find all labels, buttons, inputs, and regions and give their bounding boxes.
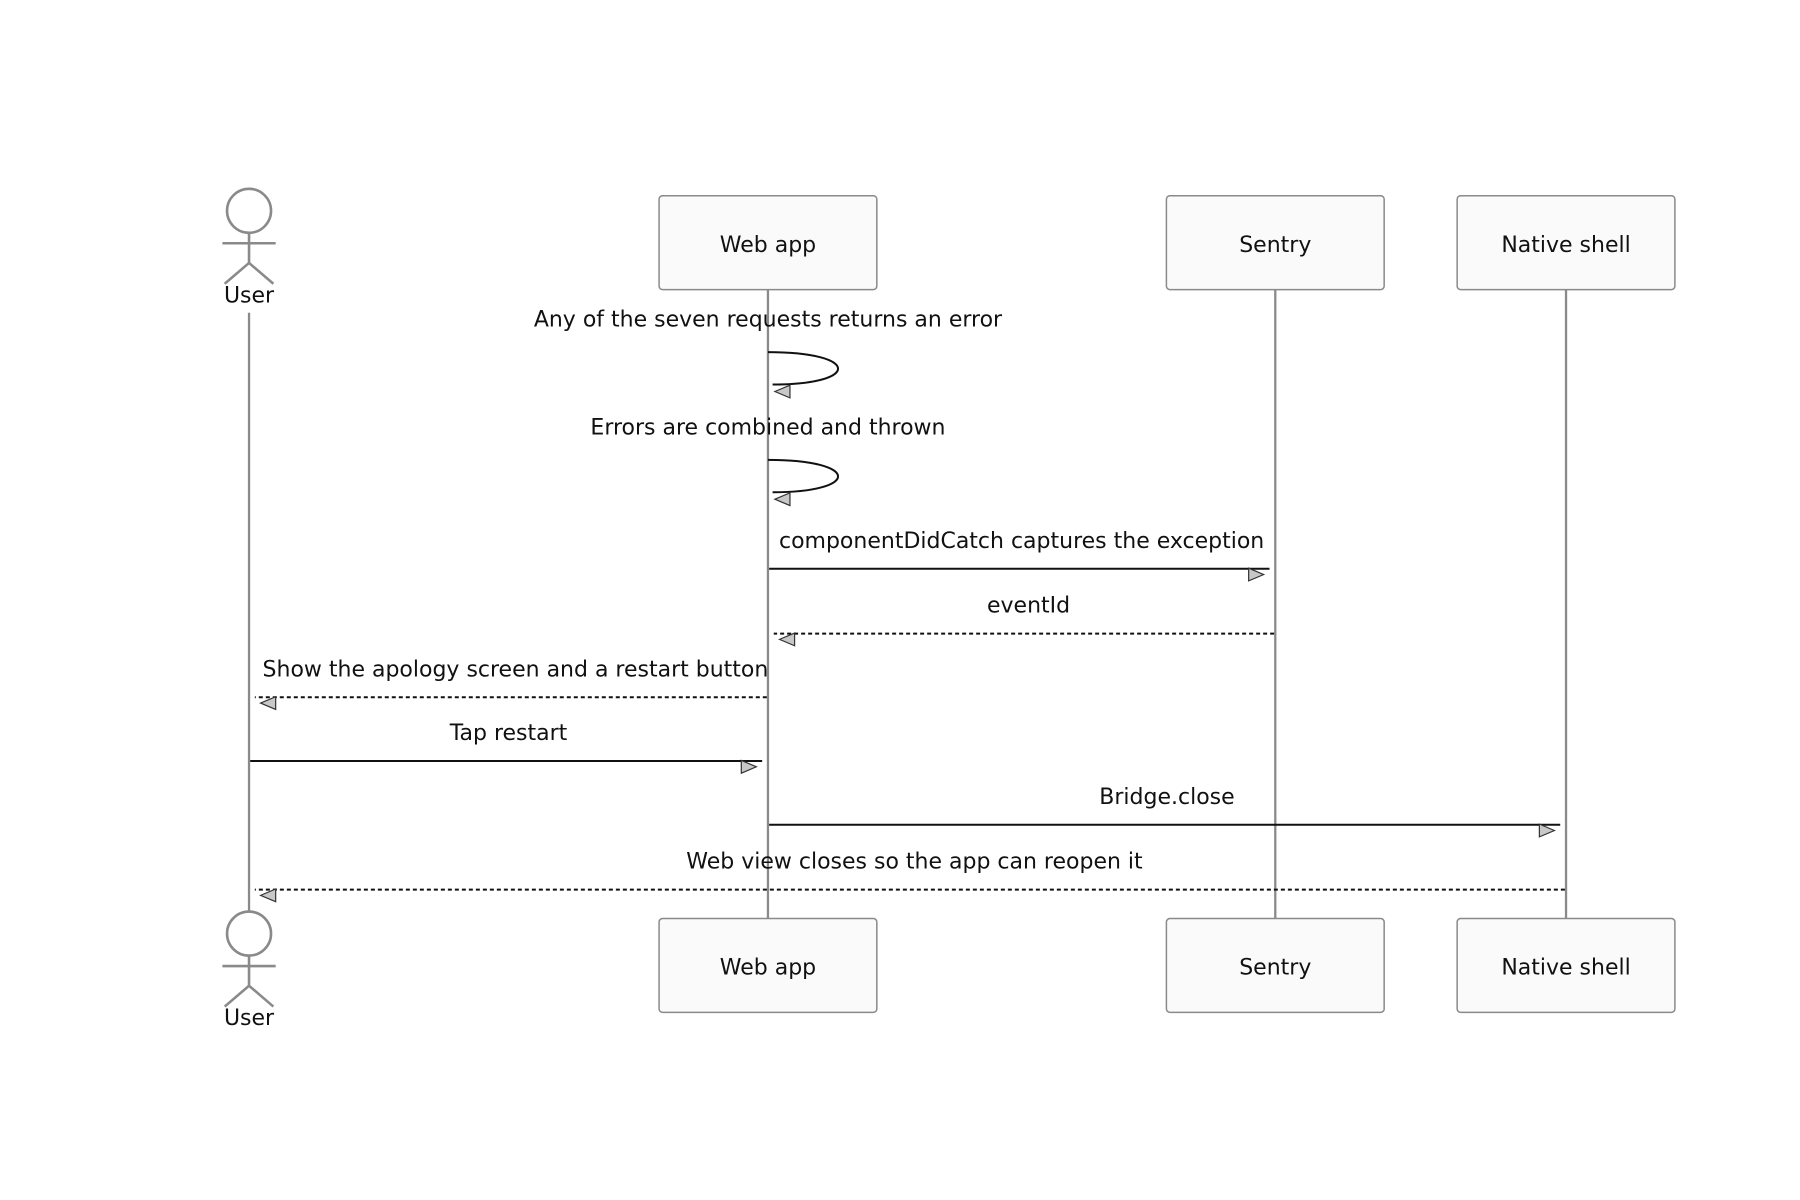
message-label: componentDidCatch captures the exception	[779, 529, 1264, 554]
arrowhead	[259, 888, 277, 903]
message-label: Show the apology screen and a restart bu…	[263, 657, 769, 682]
actor-head	[225, 910, 273, 957]
arrowhead	[773, 491, 791, 507]
participant-box	[1456, 917, 1676, 1014]
message-5: Show the apology screen and a restart bu…	[254, 657, 769, 711]
arrowhead	[740, 759, 758, 775]
arrowhead	[773, 384, 791, 399]
actor-leg-right	[248, 261, 275, 285]
self-message-loop	[767, 458, 839, 494]
message-label: Errors are combined and thrown	[590, 415, 945, 440]
messages: Any of the seven requests returns an err…	[250, 308, 1565, 903]
participant-box	[658, 195, 878, 291]
message-1: Any of the seven requests returns an err…	[534, 308, 1003, 399]
self-message-loop	[767, 351, 839, 386]
actor-leg-left	[223, 984, 250, 1008]
participant-webapp-bottom: Web app	[658, 917, 878, 1014]
participant-box	[1165, 195, 1385, 291]
message-3: componentDidCatch captures the exception	[769, 529, 1270, 582]
message-4: eventId	[773, 594, 1275, 647]
arrowhead	[1248, 567, 1266, 582]
lifelines	[247, 289, 1568, 919]
participant-label: Web app	[720, 956, 816, 981]
participant-label: Sentry	[1239, 233, 1311, 258]
message-label: Bridge.close	[1099, 785, 1234, 810]
actor-leg-right	[248, 984, 275, 1008]
actor-label: User	[224, 1006, 275, 1031]
message-8: Web view closes so the app can reopen it	[254, 850, 1565, 903]
participants-bottom: User Web app Sentry Native shell	[222, 910, 1676, 1031]
participant-webapp-top: Web app	[658, 195, 878, 291]
arrowhead	[777, 632, 796, 647]
message-label: Any of the seven requests returns an err…	[534, 308, 1003, 333]
message-label: Tap restart	[449, 721, 568, 746]
message-label: eventId	[987, 594, 1070, 619]
participant-label: Native shell	[1501, 233, 1630, 258]
actor-user-top: User	[222, 187, 276, 308]
actor-label: User	[224, 283, 275, 308]
participant-native-top: Native shell	[1456, 195, 1676, 291]
actor-head	[225, 187, 273, 235]
participant-sentry-bottom: Sentry	[1165, 917, 1385, 1014]
message-2: Errors are combined and thrown	[590, 415, 945, 507]
participant-native-bottom: Native shell	[1456, 917, 1676, 1014]
participant-label: Web app	[720, 233, 816, 258]
participant-sentry-top: Sentry	[1165, 195, 1385, 291]
actor-user-bottom: User	[222, 910, 276, 1031]
participants-top: User Web app Sentry Native shell	[222, 187, 1676, 308]
actor-leg-left	[223, 261, 250, 285]
participant-box	[1165, 917, 1385, 1014]
participant-label: Native shell	[1501, 956, 1630, 981]
message-label: Web view closes so the app can reopen it	[686, 850, 1143, 875]
arrowhead	[259, 695, 277, 711]
message-7: Bridge.close	[769, 785, 1561, 838]
participant-label: Sentry	[1239, 956, 1311, 981]
arrowhead	[1538, 823, 1556, 838]
participant-box	[658, 917, 878, 1014]
participant-box	[1456, 195, 1676, 291]
message-6: Tap restart	[250, 721, 763, 775]
